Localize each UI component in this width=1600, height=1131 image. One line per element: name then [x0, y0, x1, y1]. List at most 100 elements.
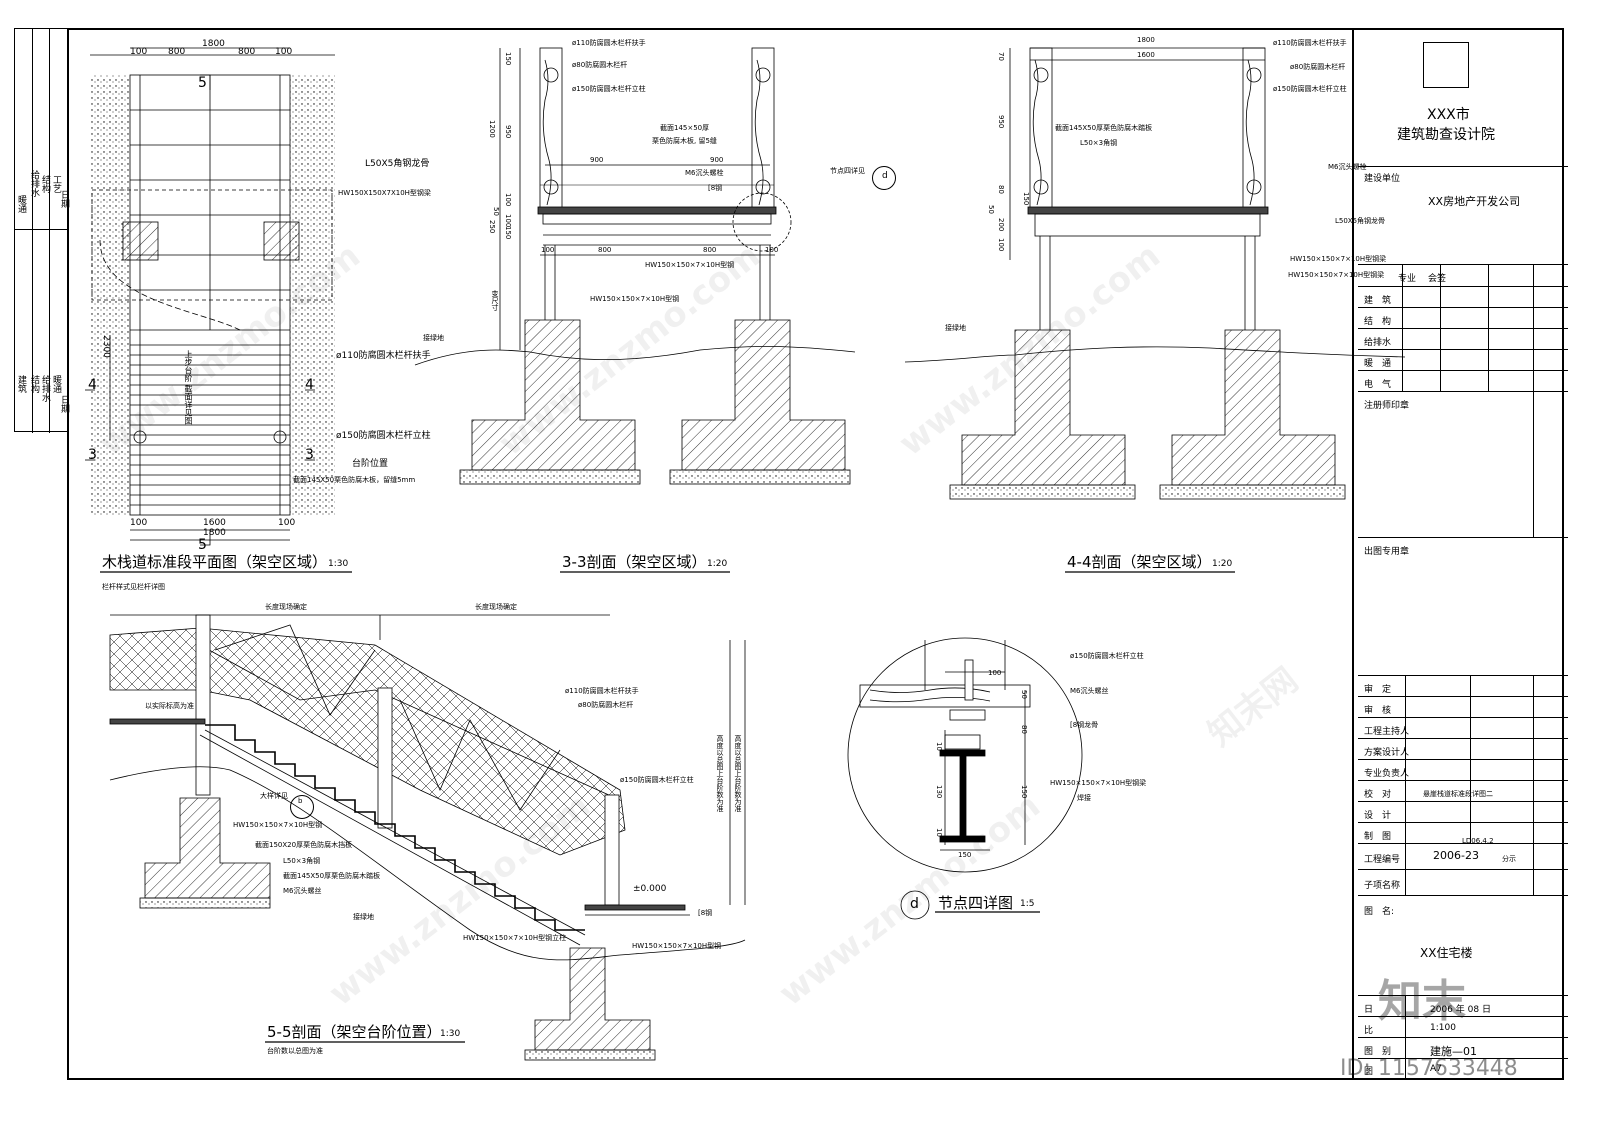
sign-row-4: 暖 通 [1358, 349, 1568, 371]
left-strip [14, 28, 68, 433]
watermark-brand: 知末 [1378, 976, 1466, 1027]
s55-note-5: 大样详见 [260, 792, 288, 800]
dd-dim-7: 10 [935, 828, 943, 837]
plan-dim-bottom-4: 100 [278, 518, 296, 528]
dd-mark: d [910, 896, 919, 912]
strip-label-bottom-3: 给排水 [40, 375, 50, 402]
sign-row-label: 暖 通 [1364, 359, 1392, 369]
scale-value: 1:100 [1430, 1023, 1456, 1033]
sign-col-divider-1 [1402, 264, 1403, 391]
dd-scale: 1:5 [1020, 899, 1035, 909]
role-label: 专业负责人 [1364, 769, 1410, 779]
s33-detail-bubble [872, 166, 896, 190]
client-name: XX房地产开发公司 [1428, 195, 1521, 208]
dd-dim-2: 50 [1020, 690, 1028, 699]
s33-dim-left-2: 950 [504, 125, 512, 139]
role-row-10: 子项名称 [1358, 869, 1568, 896]
dd-note-5: 焊接 [1077, 794, 1091, 802]
title-block-frame [1352, 28, 1564, 1080]
s33-note-11: 接绿地 [423, 334, 444, 342]
s33-dim-left-4: 100 [504, 193, 512, 207]
sign-row-label: 建 筑 [1364, 296, 1392, 306]
role-label: 校 对 [1364, 790, 1392, 800]
s55-scale: 1:30 [440, 1029, 461, 1039]
reg-stamp-label: 注册师印章 [1364, 401, 1410, 411]
plan-mark-3-left: 3 [88, 447, 97, 463]
role-col-divider-1 [1405, 675, 1406, 895]
map-name-row: 图 名: XX住宅楼 [1358, 895, 1568, 996]
sign-row-5: 电 气 [1358, 370, 1568, 392]
dd-dim-8: 150 [958, 851, 972, 859]
s33-dim-left-6: 100 [504, 214, 512, 228]
s33-note-4: 截面145×50厚 [660, 124, 710, 132]
scale-label: 比 [1364, 1026, 1374, 1036]
plan-dim-bottom-2: 1600 [203, 518, 226, 528]
s55-note-9: 截面145X50厚栗色防腐木踏板 [283, 872, 381, 880]
plan-center-note: 上步台阶 截面详见图 [184, 350, 193, 425]
sign-header-sign: 会签 [1428, 274, 1447, 284]
plan-mark-4-left: 4 [88, 377, 97, 393]
role-label: 工程编号 [1364, 855, 1401, 865]
s33-note-9: HW150×150×7×10H型钢 [590, 295, 680, 303]
s55-vertical-note-1: 高度以总图上台阶数为准 [716, 735, 724, 812]
s55-vertical-note-2: 高度以总图上台阶数为准 [734, 735, 742, 812]
s33-note-3: ø150防腐圆木栏杆立柱 [572, 85, 646, 93]
role-row-7: 设 计 [1358, 801, 1568, 823]
plan-note-1: L50X5角钢龙骨 [365, 159, 430, 169]
s44-note-1: ø110防腐圆木栏杆扶手 [1273, 39, 1347, 47]
s33-scale: 1:20 [707, 559, 728, 569]
plan-dim-bottom-1: 100 [130, 518, 148, 528]
s55-note-12: HW150×150×7×10H型钢立柱 [463, 934, 567, 942]
plan-mark-5-top: 5 [198, 75, 207, 91]
s55-note-7: 截面150X20厚栗色防腐木挡板 [255, 841, 353, 849]
date-label: 日 [1364, 1005, 1374, 1015]
s33-dim-bottom-2: 800 [598, 246, 612, 254]
s55-note-1: ø110防腐圆木栏杆扶手 [565, 687, 639, 695]
plan-note-4: ø150防腐圆木栏杆立柱 [336, 431, 431, 441]
role-label: 审 核 [1364, 706, 1392, 716]
sheet-row: 图 A7 [1358, 1058, 1568, 1079]
s44-dim-left-7: 100 [997, 238, 1005, 252]
plan-mark-3-right: 3 [305, 447, 314, 463]
strip-label-bottom-2: 结构 [29, 375, 39, 393]
s55-note-6: HW150×150×7×10H型钢 [233, 821, 323, 829]
s55-note-4: 以实际标高为准 [145, 702, 194, 710]
role-row-6: 校 对 [1358, 780, 1568, 802]
s33-dim-left-3: 1200 [488, 120, 496, 138]
institute-city: XXX市 [1427, 107, 1470, 123]
building-name: XX住宅楼 [1420, 946, 1473, 960]
dd-note-3: [8钢龙骨 [1070, 721, 1099, 729]
s55-note-13: HW150×150×7×10H型钢 [632, 942, 722, 950]
plan-note-5: 台阶位置 [352, 459, 389, 469]
role-row-9: 工程编号 [1358, 843, 1568, 870]
s44-note-2: ø80防腐圆木栏杆 [1290, 63, 1346, 71]
section-33 [414, 47, 856, 485]
s55-dim-top-1: 长度现场确定 [265, 603, 307, 611]
sign-row-3: 给排水 [1358, 328, 1568, 350]
dd-dim-6: 150 [1020, 785, 1028, 799]
s44-dim-left-5: 150 [1022, 192, 1030, 206]
s55-note-8: L50×3角钢 [283, 857, 321, 865]
type-label: 图 别 [1364, 1047, 1392, 1057]
s33-note-6: M6沉头螺栓 [685, 169, 724, 177]
strip-label-top-5: 日期 [59, 190, 69, 208]
drawing-frame [67, 28, 1564, 1080]
sheet-label: 图 [1364, 1067, 1374, 1077]
bottom-col-divider [1405, 995, 1406, 1078]
s44-dim-left-4: 50 [987, 205, 995, 214]
s33-note-8: HW150×150×7×10H型钢 [645, 261, 735, 269]
institute-name: 建筑勘查设计院 [1397, 127, 1495, 143]
s33-title: 3-3剖面（架空区域） [562, 553, 707, 571]
watermark-id: ID: 1157633448 [1340, 1056, 1518, 1081]
type-value: 建施—01 [1430, 1045, 1477, 1058]
strip-label-bottom-5: 日期 [59, 395, 69, 413]
role-row-3: 工程主持人 [1358, 717, 1568, 739]
s33-dim-left-1: 150 [504, 52, 512, 66]
reg-stamp-divider [1533, 391, 1534, 537]
sign-row-2: 结 构 [1358, 307, 1568, 329]
sign-col-divider-2 [1440, 264, 1441, 391]
s33-dim-bottom-3: 800 [703, 246, 717, 254]
s44-dim-left-3: 80 [997, 185, 1005, 194]
strip-label-top-3: 结构 [40, 175, 50, 193]
plan-dim-top-1: 100 [130, 47, 148, 57]
